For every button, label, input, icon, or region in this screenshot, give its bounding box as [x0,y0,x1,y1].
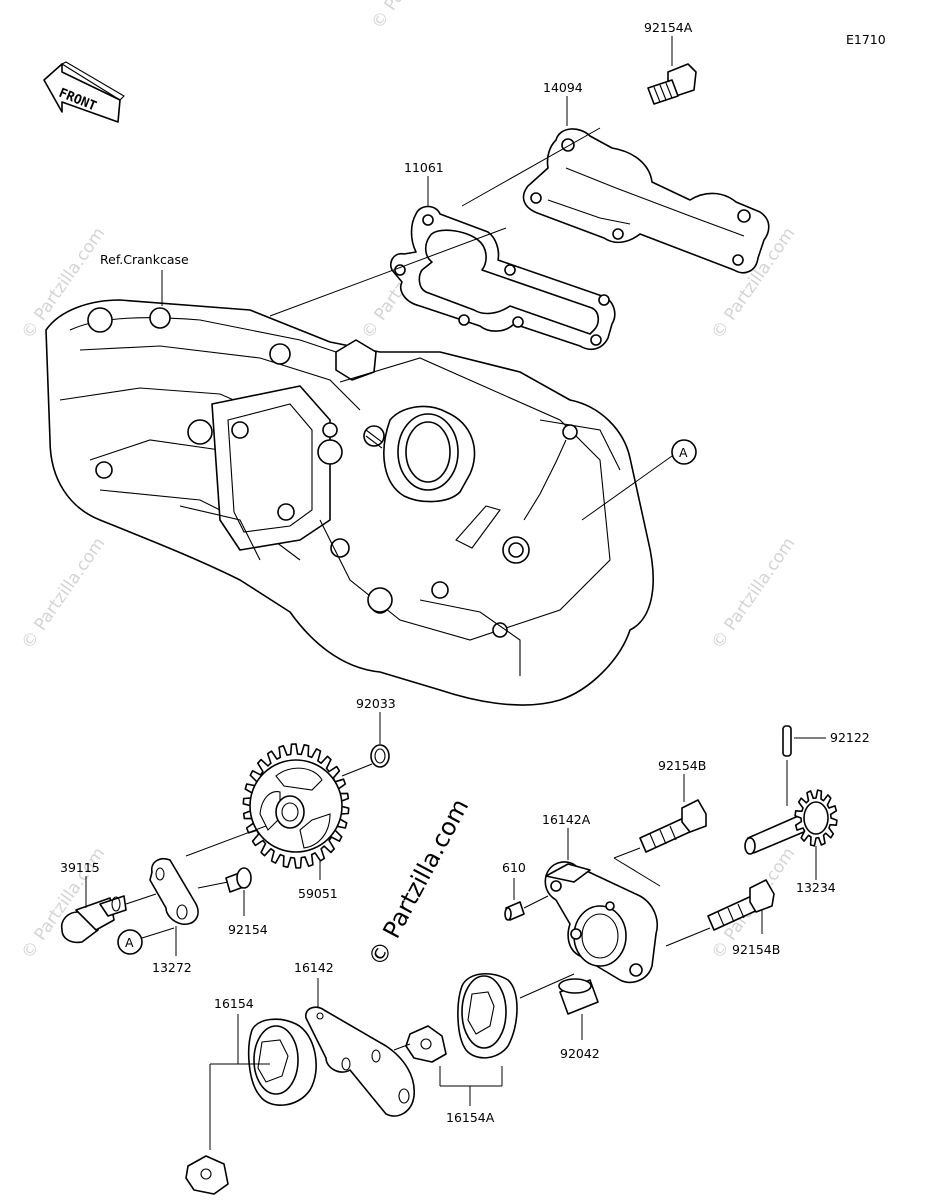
bolt-92154 [225,867,252,893]
watermark: © Partzilla.com [368,0,460,33]
bolt-92154b-bottom [707,879,775,931]
marker-a-lower [117,929,143,955]
plate-13272 [149,857,199,926]
rotor-16154a [405,973,518,1063]
callout-92122: 92122 [830,730,870,745]
bolt-92154b-top [639,799,707,853]
callout-92154: 92154 [228,922,268,937]
pin-92122 [782,725,792,757]
gasket-11061 [389,205,616,351]
marker-a-upper-label: A [679,445,688,460]
callout-11061: 11061 [404,160,444,175]
gear-59051 [242,743,350,869]
callout-92033: 92033 [356,696,396,711]
circlip-92033 [370,744,390,768]
crankcase-reference [45,299,654,706]
ref-crankcase-label: Ref.Crankcase [100,252,189,267]
callout-92042: 92042 [560,1046,600,1061]
cover-14094 [522,128,770,274]
diagram-code: E1710 [846,32,886,47]
callout-39115: 39115 [60,860,100,875]
callout-13272: 13272 [152,960,192,975]
callout-16154a: 16154A [446,1110,495,1125]
callout-610: 610 [502,860,526,875]
plate-16142 [305,1006,415,1117]
shaft-39115 [60,895,127,944]
marker-a-upper [671,439,697,465]
shaft-gear-13234 [744,789,838,855]
watermark: © Partzilla.com [708,534,800,653]
callout-92154b-top: 92154B [658,758,706,773]
central-watermark: © Partzilla.com [363,794,475,971]
callout-16142: 16142 [294,960,334,975]
callout-16154: 16154 [214,996,254,1011]
callout-59051: 59051 [298,886,338,901]
sleeve-92042 [558,978,599,1015]
watermark: © Partzilla.com [18,534,110,653]
dowel-610 [504,901,525,921]
callout-92154a: 92154A [644,20,693,35]
pump-body-16142a [544,861,658,984]
rotor-16154 [185,1018,317,1195]
front-arrow-icon: FRONT [43,61,125,123]
callout-14094: 14094 [543,80,583,95]
bolt-92154a [647,63,697,105]
marker-a-lower-label: A [125,935,134,950]
callout-92154b-bottom: 92154B [732,942,780,957]
callout-16142a: 16142A [542,812,591,827]
callout-13234: 13234 [796,880,836,895]
